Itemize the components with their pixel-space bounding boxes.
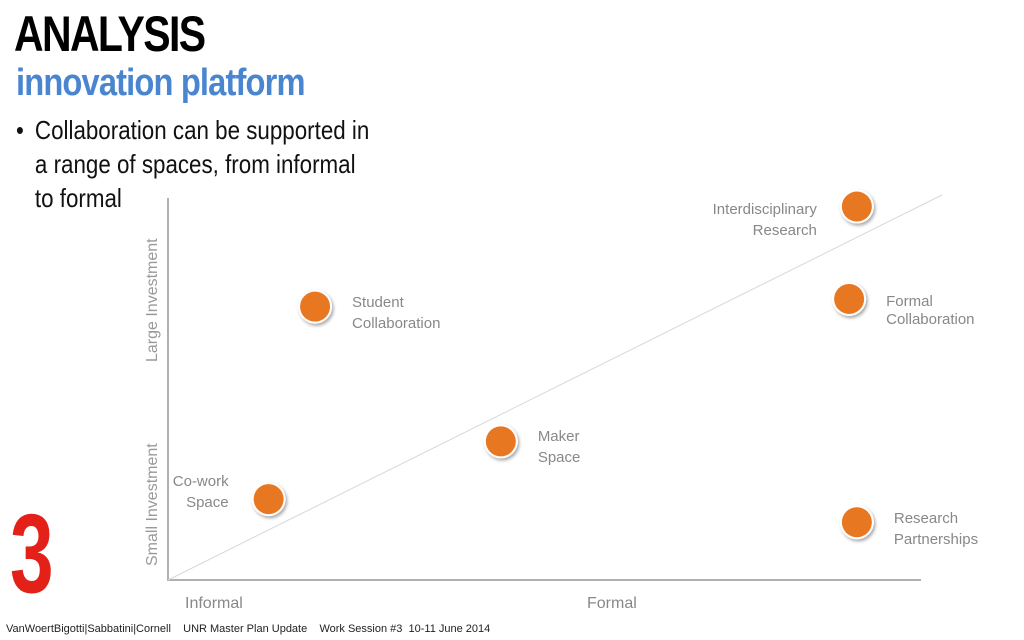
data-point-marker bbox=[841, 507, 872, 538]
data-point-marker bbox=[841, 191, 872, 222]
data-point-label-line: Student bbox=[352, 293, 404, 311]
data-point bbox=[832, 281, 867, 316]
bullet-dot-icon: • bbox=[16, 115, 24, 145]
trend-line bbox=[167, 194, 943, 581]
data-point bbox=[839, 505, 874, 540]
data-point-label-line: Space bbox=[186, 494, 229, 512]
data-point bbox=[483, 424, 518, 459]
data-point bbox=[298, 289, 333, 324]
slide-subtitle: innovation platform bbox=[16, 62, 306, 104]
data-point-label-line: Maker bbox=[537, 428, 580, 446]
y-axis-label-high: Large Investment bbox=[144, 238, 161, 362]
data-point-label-line: Partnerships bbox=[893, 531, 979, 549]
data-point-label-line: Research bbox=[752, 221, 817, 239]
data-point-marker bbox=[485, 426, 516, 457]
y-axis-label-low: Small Investment bbox=[144, 443, 161, 566]
data-point-label-line: Space bbox=[537, 449, 581, 467]
bullet-text: Collaboration can be supported in a rang… bbox=[34, 115, 370, 213]
section-number: 3 bbox=[10, 491, 54, 616]
data-point-label-line: Interdisciplinary bbox=[712, 200, 817, 218]
bullet-point: • Collaboration can be supported in a ra… bbox=[16, 113, 429, 215]
data-point-marker bbox=[300, 291, 331, 322]
x-axis-label-low: Informal bbox=[185, 595, 243, 612]
data-point-marker bbox=[253, 484, 284, 515]
data-point-label-line: Co-work bbox=[172, 473, 229, 491]
data-point-label-line: Collaboration bbox=[886, 310, 975, 328]
data-point bbox=[251, 482, 286, 517]
footer-text: VanWoertBigotti|Sabbatini|Cornell UNR Ma… bbox=[6, 623, 491, 635]
data-point bbox=[839, 189, 874, 224]
x-axis-label-high: Formal bbox=[587, 595, 637, 612]
slide-title: ANALYSIS bbox=[14, 6, 206, 62]
data-point-label-line: Research bbox=[893, 510, 959, 528]
data-point-label-line: Formal bbox=[886, 292, 933, 310]
data-point-marker bbox=[834, 283, 865, 314]
data-point-label-line: Collaboration bbox=[352, 314, 441, 332]
